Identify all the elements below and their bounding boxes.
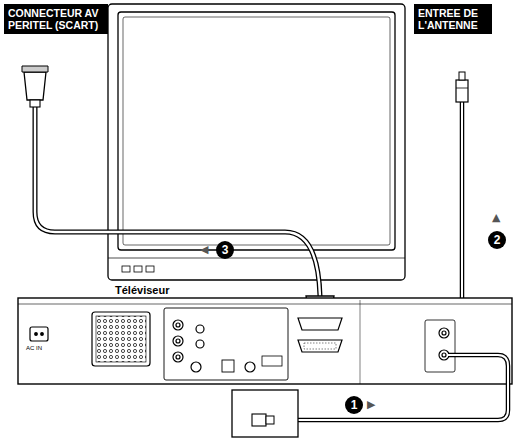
antenna-cable	[448, 72, 468, 333]
callout-number: 1	[345, 396, 363, 414]
device-name: Téléviseur	[115, 284, 169, 297]
wall-antenna-socket	[232, 355, 508, 437]
connector-label: CONNECTEUR AV PERITEL (SCART)	[4, 4, 108, 34]
recorder-rear-panel	[18, 298, 512, 384]
television	[108, 4, 405, 280]
label-text: ENTREE DE L'ANTENNE	[418, 7, 488, 31]
connector-label: ENTREE DE L'ANTENNE	[414, 4, 492, 34]
callout-number: 3	[216, 241, 234, 259]
direction-arrow: ◀	[200, 244, 208, 255]
direction-arrow: ▲	[492, 212, 500, 223]
scart-cable	[22, 66, 334, 316]
port-label: AC IN	[26, 345, 42, 351]
callout-number: 2	[488, 231, 506, 249]
direction-arrow: ▶	[367, 399, 375, 410]
label-text: CONNECTEUR AV PERITEL (SCART)	[8, 7, 104, 31]
